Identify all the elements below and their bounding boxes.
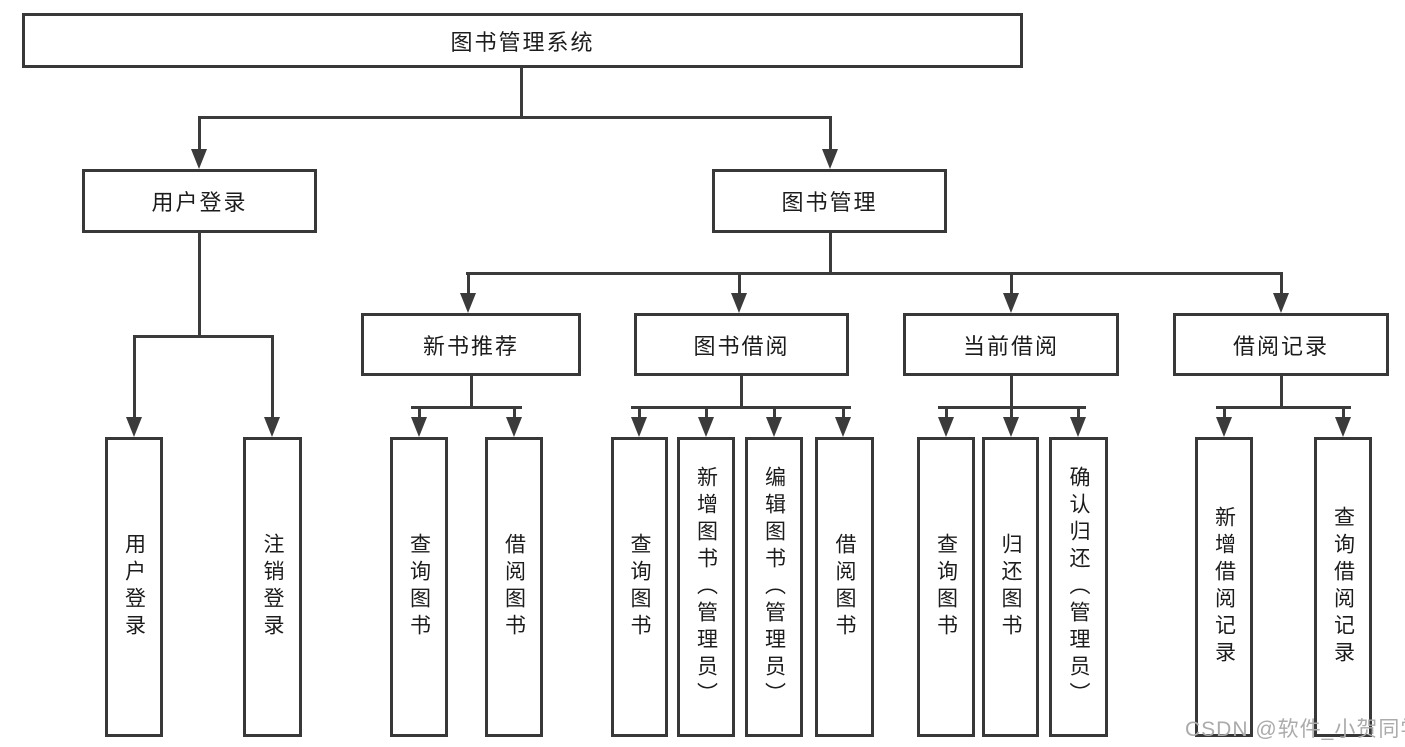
node-new-book-recommend: 新书推荐 [361, 313, 581, 376]
arrowhead-down-icon [938, 417, 954, 437]
arrowhead-down-icon [1003, 293, 1019, 313]
connector-drop-current-borrow [1010, 272, 1013, 295]
watermark: CSDN @软件_小贺同学 [1185, 718, 1405, 741]
leaf-logout: 注销登录 [243, 437, 302, 737]
connector-user-login-stem [198, 232, 201, 337]
node-book-borrow: 图书借阅 [634, 313, 849, 376]
arrowhead-down-icon [1273, 293, 1289, 313]
arrowhead-down-icon [1003, 417, 1019, 437]
leaf-query-borrow-record: 查询借阅记录 [1314, 437, 1372, 737]
connector-user-login-split [133, 335, 274, 338]
connector-drop-leaf-user-login [133, 335, 136, 419]
leaf-query-book-3: 查询图书 [917, 437, 975, 737]
leaf-add-book-admin: 新增图书（管理员） [677, 437, 735, 737]
connector-drop-book-borrow [738, 272, 741, 295]
connector-drop [1077, 406, 1080, 420]
arrowhead-down-icon [460, 293, 476, 313]
connector-book-management-stem [829, 233, 832, 274]
leaf-query-book-1: 查询图书 [390, 437, 448, 737]
arrowhead-down-icon [698, 417, 714, 437]
connector-drop [513, 406, 516, 420]
connector-drop [418, 406, 421, 420]
leaf-return-book: 归还图书 [982, 437, 1039, 737]
leaf-confirm-return-admin: 确认归还（管理员） [1049, 437, 1108, 737]
leaf-user-login: 用户登录 [105, 437, 163, 737]
connector-drop [638, 406, 641, 420]
leaf-query-book-2: 查询图书 [611, 437, 668, 737]
arrowhead-down-icon [1216, 417, 1232, 437]
connector-drop [1010, 406, 1013, 420]
arrowhead-down-icon [835, 417, 851, 437]
arrowhead-down-icon [766, 417, 782, 437]
node-book-management: 图书管理 [712, 169, 947, 233]
connector-drop-new-book [467, 272, 470, 295]
connector-drop [1342, 406, 1345, 420]
arrowhead-down-icon [126, 417, 142, 437]
arrowhead-down-icon [411, 417, 427, 437]
connector-book-borrow-stem [740, 375, 743, 408]
arrowhead-down-icon [822, 149, 838, 169]
connector-root-split [198, 116, 832, 119]
arrowhead-down-icon [191, 149, 207, 169]
connector-drop [705, 406, 708, 420]
connector-current-borrow-stem [1010, 375, 1013, 408]
leaf-add-borrow-record: 新增借阅记录 [1195, 437, 1253, 737]
connector-borrow-records-stem [1280, 375, 1283, 408]
leaf-borrow-book-2: 借阅图书 [815, 437, 874, 737]
arrowhead-down-icon [731, 293, 747, 313]
connector-drop [773, 406, 776, 420]
connector-drop-user-login [198, 116, 201, 151]
arrowhead-down-icon [631, 417, 647, 437]
connector-new-book-split [411, 406, 522, 409]
leaf-borrow-book-1: 借阅图书 [485, 437, 543, 737]
connector-book-management-split [466, 272, 1283, 275]
node-user-login: 用户登录 [82, 169, 317, 233]
leaf-edit-book-admin: 编辑图书（管理员） [745, 437, 803, 737]
arrowhead-down-icon [1335, 417, 1351, 437]
connector-drop-borrow-records [1280, 272, 1283, 295]
node-root: 图书管理系统 [22, 13, 1023, 68]
connector-drop-leaf-logout [271, 335, 274, 419]
arrowhead-down-icon [506, 417, 522, 437]
arrowhead-down-icon [1070, 417, 1086, 437]
connector-new-book-stem [470, 375, 473, 408]
connector-drop [1223, 406, 1226, 420]
connector-book-borrow-split [631, 406, 851, 409]
node-borrow-records: 借阅记录 [1173, 313, 1389, 376]
connector-drop [945, 406, 948, 420]
connector-borrow-records-split [1216, 406, 1351, 409]
connector-drop [842, 406, 845, 420]
connector-drop-book-management [829, 116, 832, 151]
connector-root-stem [520, 68, 523, 118]
node-current-borrow: 当前借阅 [903, 313, 1119, 376]
arrowhead-down-icon [264, 417, 280, 437]
